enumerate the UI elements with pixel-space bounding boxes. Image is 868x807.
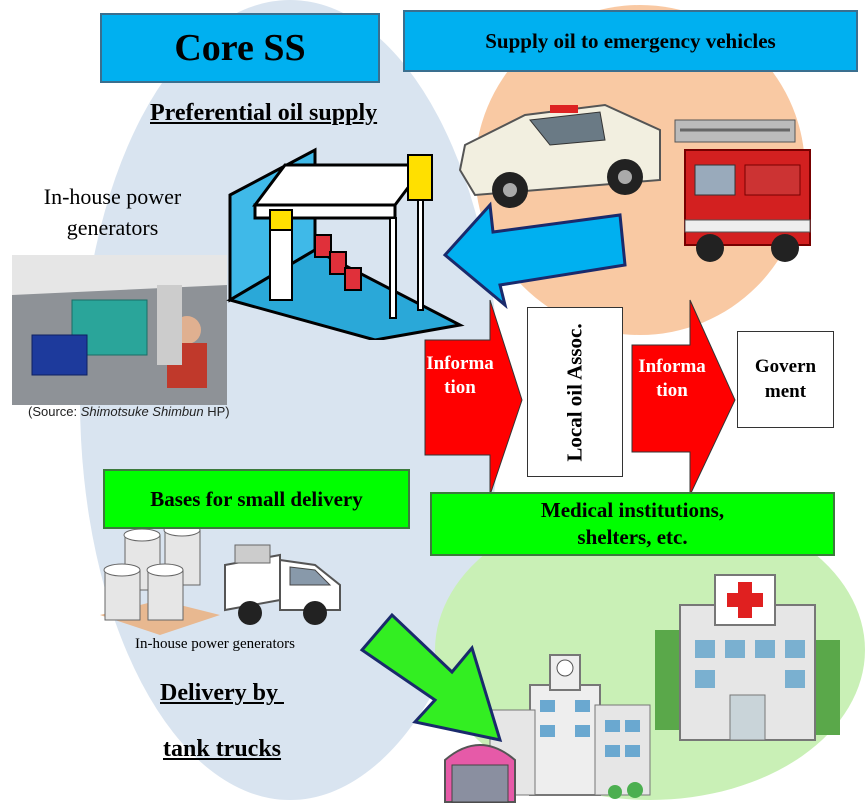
source-caption: (Source: Shimotsuke Shimbun HP) <box>28 404 408 419</box>
supply-emergency-box: Supply oil to emergency vehicles <box>403 10 858 72</box>
warehouse-icon <box>444 744 516 803</box>
red-arrow-right-icon <box>631 299 736 496</box>
police-car-icon <box>458 103 661 208</box>
source-prefix: (Source: <box>28 404 81 419</box>
information-right-label: Informa tion <box>632 355 712 403</box>
information-left-label: Informa tion <box>425 352 495 400</box>
oil-tanks-icon <box>100 525 220 635</box>
supply-emergency-label: Supply oil to emergency vehicles <box>485 28 776 53</box>
information-right-line2: tion <box>656 379 688 401</box>
inhouse-generators-bottom-label: In-house power generators <box>135 636 295 652</box>
local-oil-assoc-label: Local oil Assoc. <box>562 322 587 462</box>
local-oil-assoc-box: Local oil Assoc. <box>527 307 623 477</box>
gas-station-icon <box>226 147 465 340</box>
information-left-line1: Informa <box>426 353 494 374</box>
blue-arrow-icon <box>442 201 627 310</box>
bases-small-delivery-box: Bases for small delivery <box>103 469 410 529</box>
preferential-supply-title: Preferential oil supply <box>150 100 378 126</box>
source-italic: Shimotsuke Shimbun <box>80 404 204 419</box>
medical-box: Medical institutions, shelters, etc. <box>430 492 835 556</box>
core-ss-box: Core SS <box>100 13 380 83</box>
medical-line1: Medical institutions, <box>540 497 725 522</box>
information-left-line2: tion <box>444 376 476 398</box>
medical-line2: shelters, etc. <box>577 525 688 549</box>
green-arrow-icon <box>359 612 503 742</box>
inhouse-generators-top-label: In-house power generators <box>43 184 182 240</box>
government-box: Govern ment <box>737 331 834 428</box>
generator-photo <box>12 255 227 405</box>
delivery-title-line2: tank trucks <box>163 736 282 762</box>
information-right-line1: Informa <box>638 356 706 377</box>
pickup-truck-icon <box>224 544 341 625</box>
red-arrow-left-icon <box>424 299 523 496</box>
source-suffix: HP) <box>203 404 230 419</box>
hospital-icon <box>655 574 840 741</box>
fire-truck-icon <box>674 119 811 262</box>
government-line1: Govern <box>754 355 817 377</box>
bases-small-delivery-label: Bases for small delivery <box>150 486 363 511</box>
core-ss-label: Core SS <box>174 27 306 69</box>
government-line2: ment <box>764 380 807 402</box>
delivery-title-line1: Delivery by <box>160 680 284 706</box>
